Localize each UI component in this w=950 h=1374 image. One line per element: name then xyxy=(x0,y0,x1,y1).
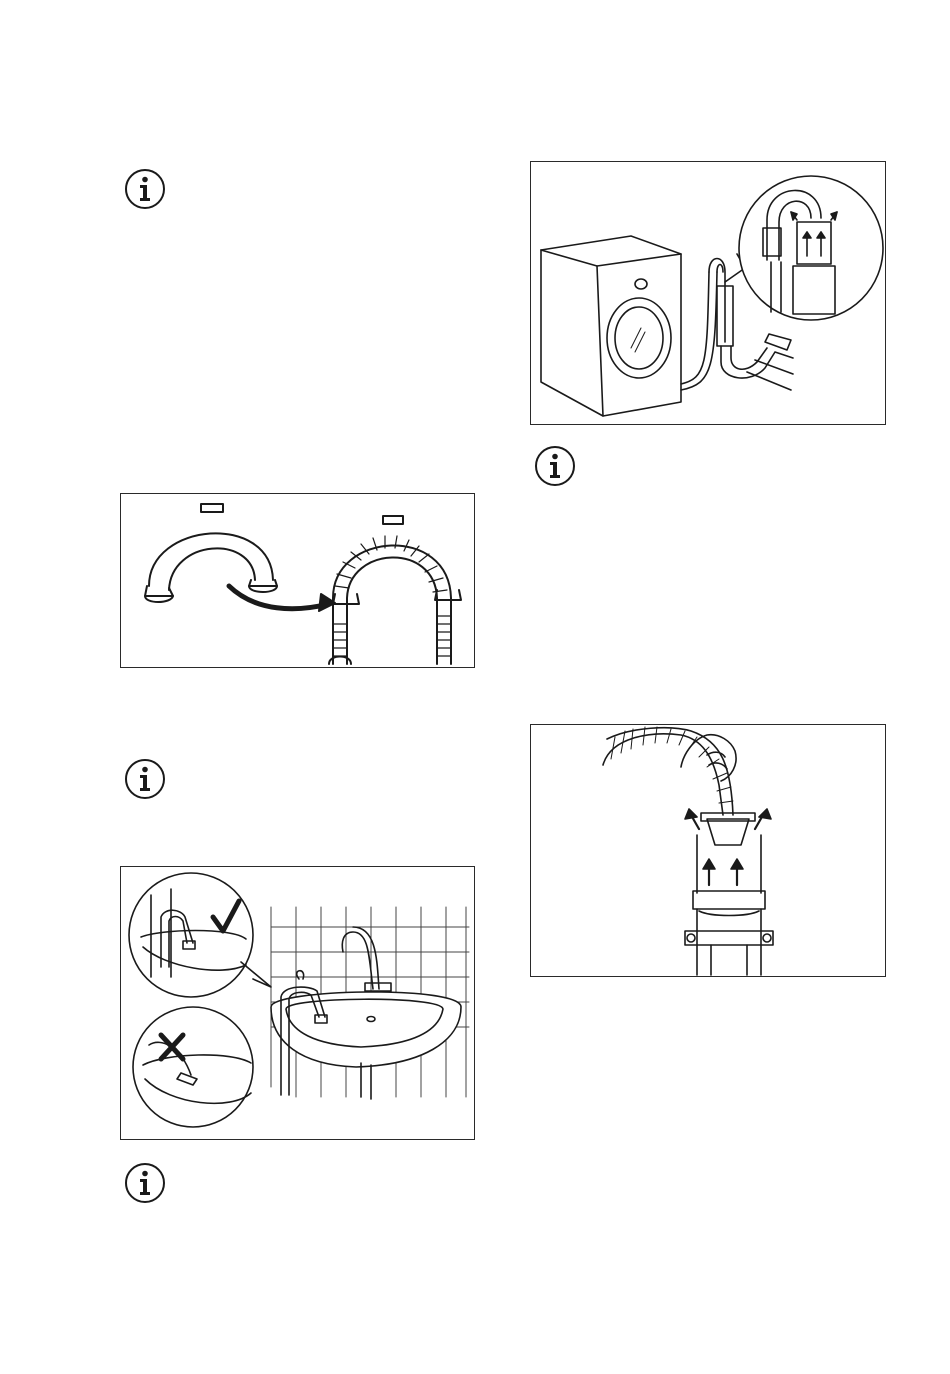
info-icon xyxy=(534,445,576,487)
info-icon xyxy=(124,1162,166,1204)
sink-hose-illustration xyxy=(120,866,475,1140)
hose-guide-illustration xyxy=(120,493,475,668)
washer-standpipe-illustration xyxy=(530,161,886,425)
standpipe-detail-illustration xyxy=(530,724,886,977)
info-icon xyxy=(124,168,166,210)
info-icon xyxy=(124,758,166,800)
